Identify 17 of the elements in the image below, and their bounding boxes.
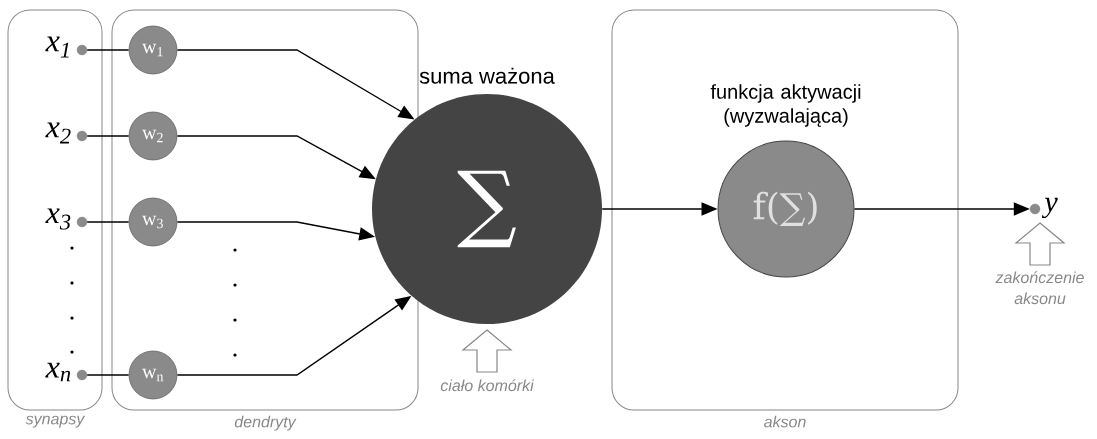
node-label: x$_{3}$ (45, 208, 71, 230)
node-label: x$_{1}$ (45, 36, 69, 58)
input-node: x$_{3}$ (45, 208, 88, 230)
input-node: x$_{n}$ (45, 362, 88, 382)
caption-text: zakończenie aksonu (995, 271, 1084, 305)
input-node: x$_{1}$ (45, 36, 88, 58)
node-label: suma ważona (419, 67, 555, 84)
caption-text: ciało komórki (440, 379, 534, 392)
node-label: funkcja aktywacji (wyzwalająca) (710, 84, 861, 127)
node-label: y (1041, 197, 1058, 219)
input-node: x$_{2}$ (45, 122, 88, 144)
node-label: akson (764, 415, 806, 428)
node-label: x$_{2}$ (45, 122, 71, 144)
output-node: y (1029, 197, 1058, 219)
node-label: x$_{n}$ (45, 362, 71, 382)
node-label: synapsy (25, 415, 86, 428)
node-label: dendryty (234, 415, 297, 431)
